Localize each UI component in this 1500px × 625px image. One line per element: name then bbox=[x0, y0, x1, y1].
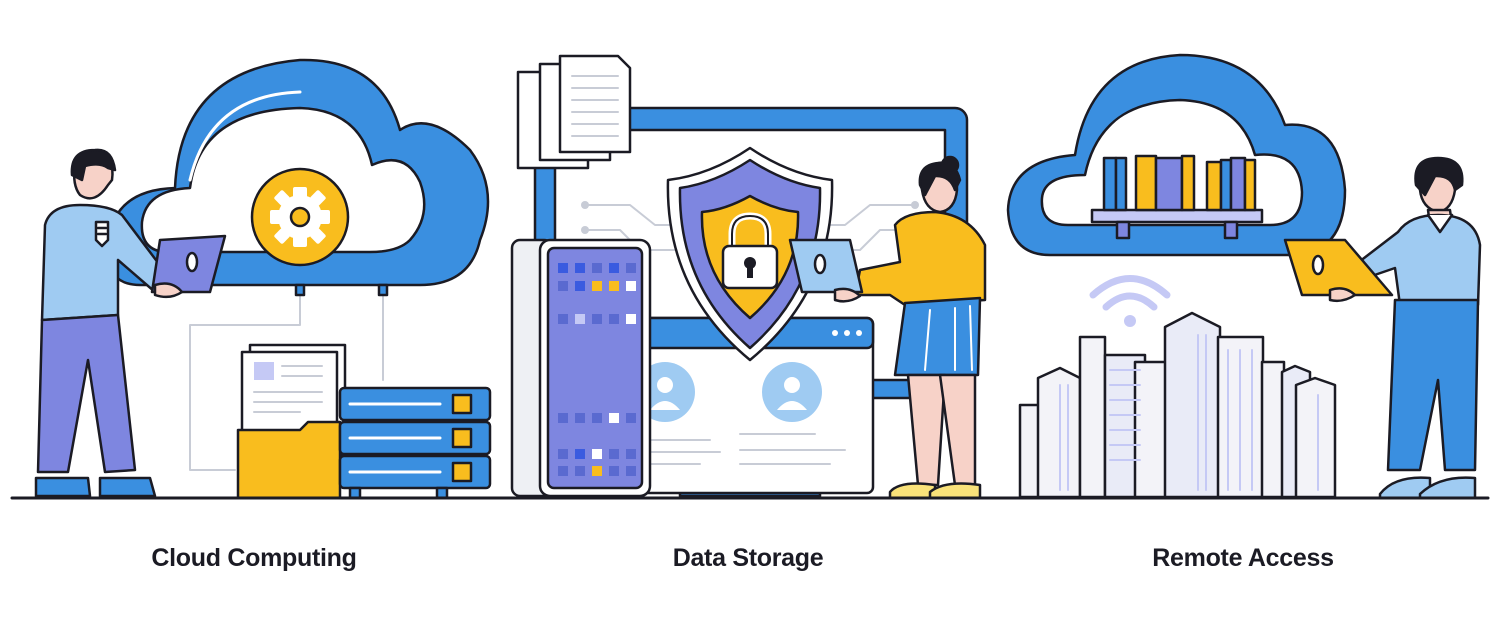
person-with-laptop bbox=[788, 155, 987, 500]
wifi-icon bbox=[1089, 275, 1171, 327]
server-stack bbox=[338, 386, 492, 500]
cloud-computing-illustration bbox=[34, 58, 492, 500]
user-accounts-window bbox=[623, 316, 875, 495]
data-storage-illustration bbox=[510, 54, 987, 500]
document-stack bbox=[516, 54, 632, 170]
remote-access-illustration bbox=[1006, 53, 1482, 500]
folder-icon bbox=[236, 420, 342, 500]
lock-icon bbox=[721, 212, 779, 290]
user-icon bbox=[762, 362, 822, 422]
gear-icon bbox=[250, 167, 350, 267]
city-buildings bbox=[1018, 311, 1337, 499]
server-tower bbox=[510, 238, 652, 498]
person-with-laptop bbox=[34, 148, 227, 498]
person-with-laptop bbox=[1283, 156, 1482, 500]
caption-remote-access: Remote Access bbox=[1152, 544, 1334, 572]
caption-cloud-computing: Cloud Computing bbox=[151, 544, 357, 572]
cloud-icon bbox=[1006, 53, 1347, 257]
bookshelf bbox=[1090, 154, 1264, 240]
caption-data-storage: Data Storage bbox=[672, 544, 824, 572]
